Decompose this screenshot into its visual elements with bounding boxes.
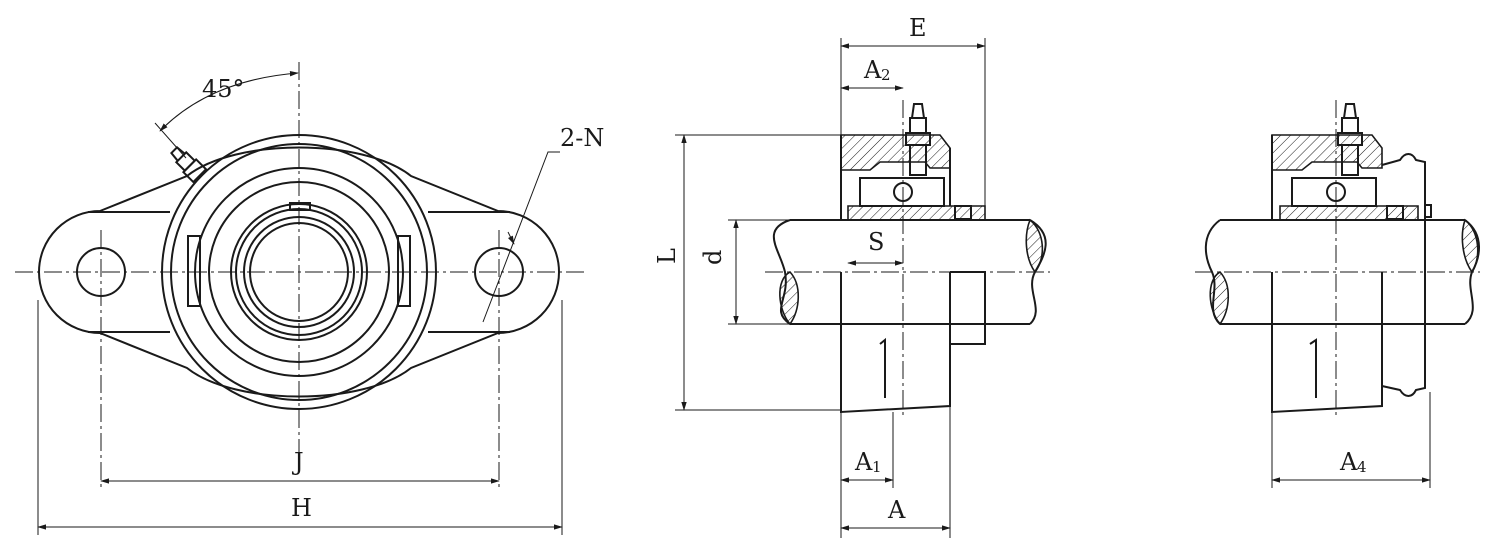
d-label: d: [699, 250, 727, 265]
capped-bearing-ball: [1326, 182, 1346, 202]
capped-shaft-left-section: [1209, 270, 1230, 326]
side-section-view: E A 2 S L d A 1 A: [653, 14, 1050, 538]
right-mount-hole: [474, 247, 524, 297]
set-screw: [954, 205, 972, 220]
bearing-outer-ring: [208, 181, 390, 363]
end-cap: [1381, 153, 1426, 397]
bearing-ball: [893, 182, 913, 202]
capped-shaft-right-section: [1461, 218, 1479, 274]
A2-label: A: [863, 56, 882, 84]
H-label: H: [291, 494, 312, 522]
capped-housing-lower-body: [1271, 272, 1383, 414]
A1-label: A: [854, 448, 873, 476]
front-view: 45° 2-N J H: [15, 62, 604, 535]
housing-ring-3: [194, 167, 404, 377]
housing-outer-ring: [161, 134, 437, 410]
capped-housing-inner-line: [1309, 338, 1317, 398]
capped-grease-nipple: [1337, 103, 1363, 176]
A4-label: A: [1339, 448, 1358, 476]
side-grease-nipple: [905, 103, 931, 176]
S-label: S: [868, 228, 884, 256]
end-cap-clip: [1424, 204, 1432, 218]
A2-subscript: 2: [881, 66, 891, 84]
angle-label: 45°: [202, 75, 245, 103]
J-label: J: [291, 448, 304, 476]
inner-ring-section: [847, 205, 986, 221]
bore-chamfer: [249, 222, 349, 322]
E-label: E: [909, 14, 927, 42]
holes-label: 2-N: [560, 124, 604, 152]
set-screw-pads: [187, 202, 411, 307]
capped-inner-ring-section: [1279, 205, 1419, 221]
housing-top-section: [840, 134, 951, 171]
capped-section-view: A 4: [1195, 100, 1480, 488]
housing-inner-line: [879, 337, 886, 398]
angle-extension-line: [154, 122, 187, 159]
capped-bearing-outer: [1291, 177, 1377, 207]
capped-housing-top-section: [1271, 134, 1383, 171]
A-label: A: [887, 496, 906, 524]
capped-set-screw: [1386, 205, 1404, 220]
L-label: L: [653, 248, 681, 264]
housing-ring-2: [170, 143, 428, 401]
housing-lower-body: [840, 272, 951, 414]
A1-subscript: 1: [872, 458, 882, 476]
inner-ring-lower: [950, 271, 986, 345]
angle-dimension-arc: [159, 70, 299, 132]
flange-edge-lines: [88, 211, 510, 333]
hole-leader-line: [482, 151, 560, 323]
shaft-right-section: [1025, 218, 1044, 274]
shaft-bore: [243, 216, 355, 328]
left-mount-hole: [76, 247, 126, 297]
grease-fitting: [170, 146, 208, 184]
A4-subscript: 4: [1357, 458, 1367, 476]
